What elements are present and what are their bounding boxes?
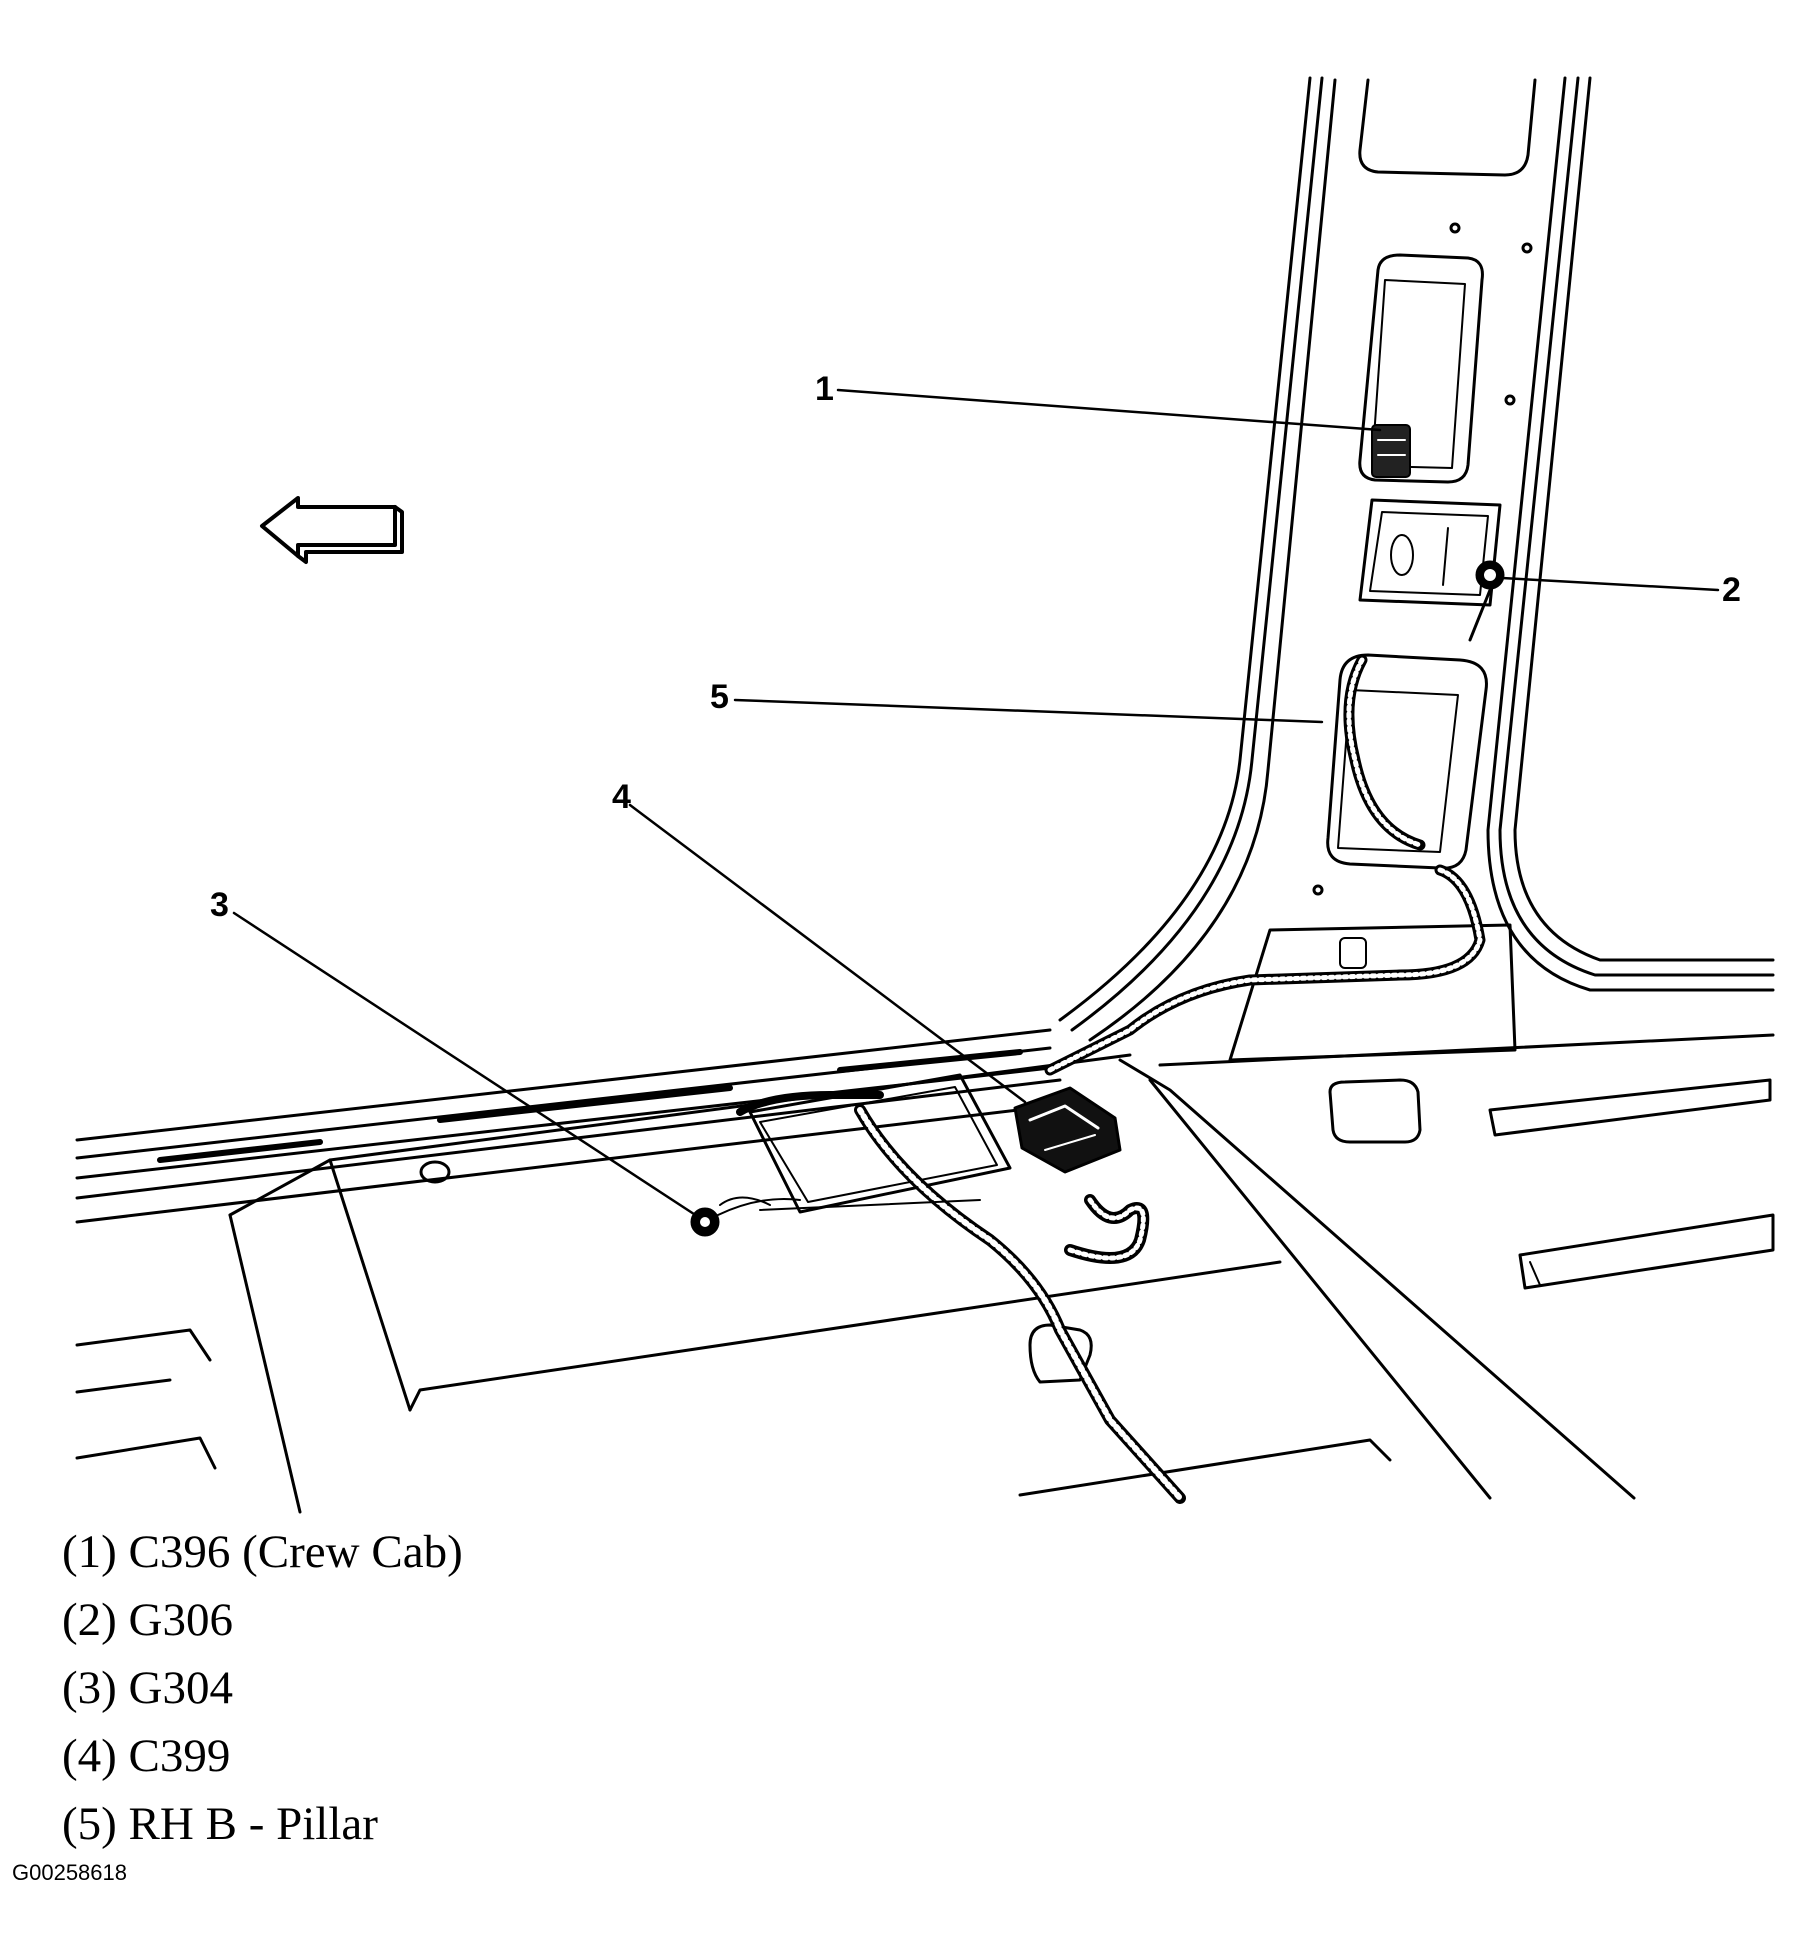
callout-1: 1 [815, 370, 834, 408]
legend-item-g306: (2) G306 [62, 1594, 233, 1646]
leader-lines [232, 388, 1720, 1220]
legend-item-rh-b-pillar: (5) RH B - Pillar [62, 1798, 378, 1850]
connector-c399-icon [1013, 1086, 1122, 1174]
ground-g306-icon [1468, 560, 1505, 642]
component-legend: (1) C396 (Crew Cab) (2) G306 (3) G304 (4… [62, 1518, 463, 1858]
callout-3: 3 [210, 886, 229, 924]
b-pillar-structure [1058, 76, 1775, 1062]
leader-line-4 [628, 803, 1027, 1104]
vehicle-wiring-illustration: 1 2 3 4 5 [75, 76, 1775, 1514]
leader-line-5 [733, 698, 1324, 724]
connector-c396-icon [1371, 424, 1411, 478]
ground-g304-icon [690, 1198, 801, 1237]
leader-line-2 [1500, 576, 1720, 592]
figure-id: G00258618 [12, 1860, 127, 1885]
callout-5: 5 [710, 678, 729, 716]
leader-line-3 [232, 911, 702, 1220]
legend-item-c399: (4) C399 [62, 1730, 231, 1782]
callout-2: 2 [1722, 571, 1741, 609]
legend-item-g304: (3) G304 [62, 1662, 233, 1714]
leader-line-1 [836, 388, 1382, 432]
wiring-harness [719, 654, 1486, 1504]
callout-4: 4 [612, 778, 631, 816]
forward-direction-arrow-icon [260, 496, 404, 564]
legend-item-c396: (1) C396 (Crew Cab) [62, 1526, 463, 1578]
floor-and-rocker-sill [75, 1028, 1775, 1514]
